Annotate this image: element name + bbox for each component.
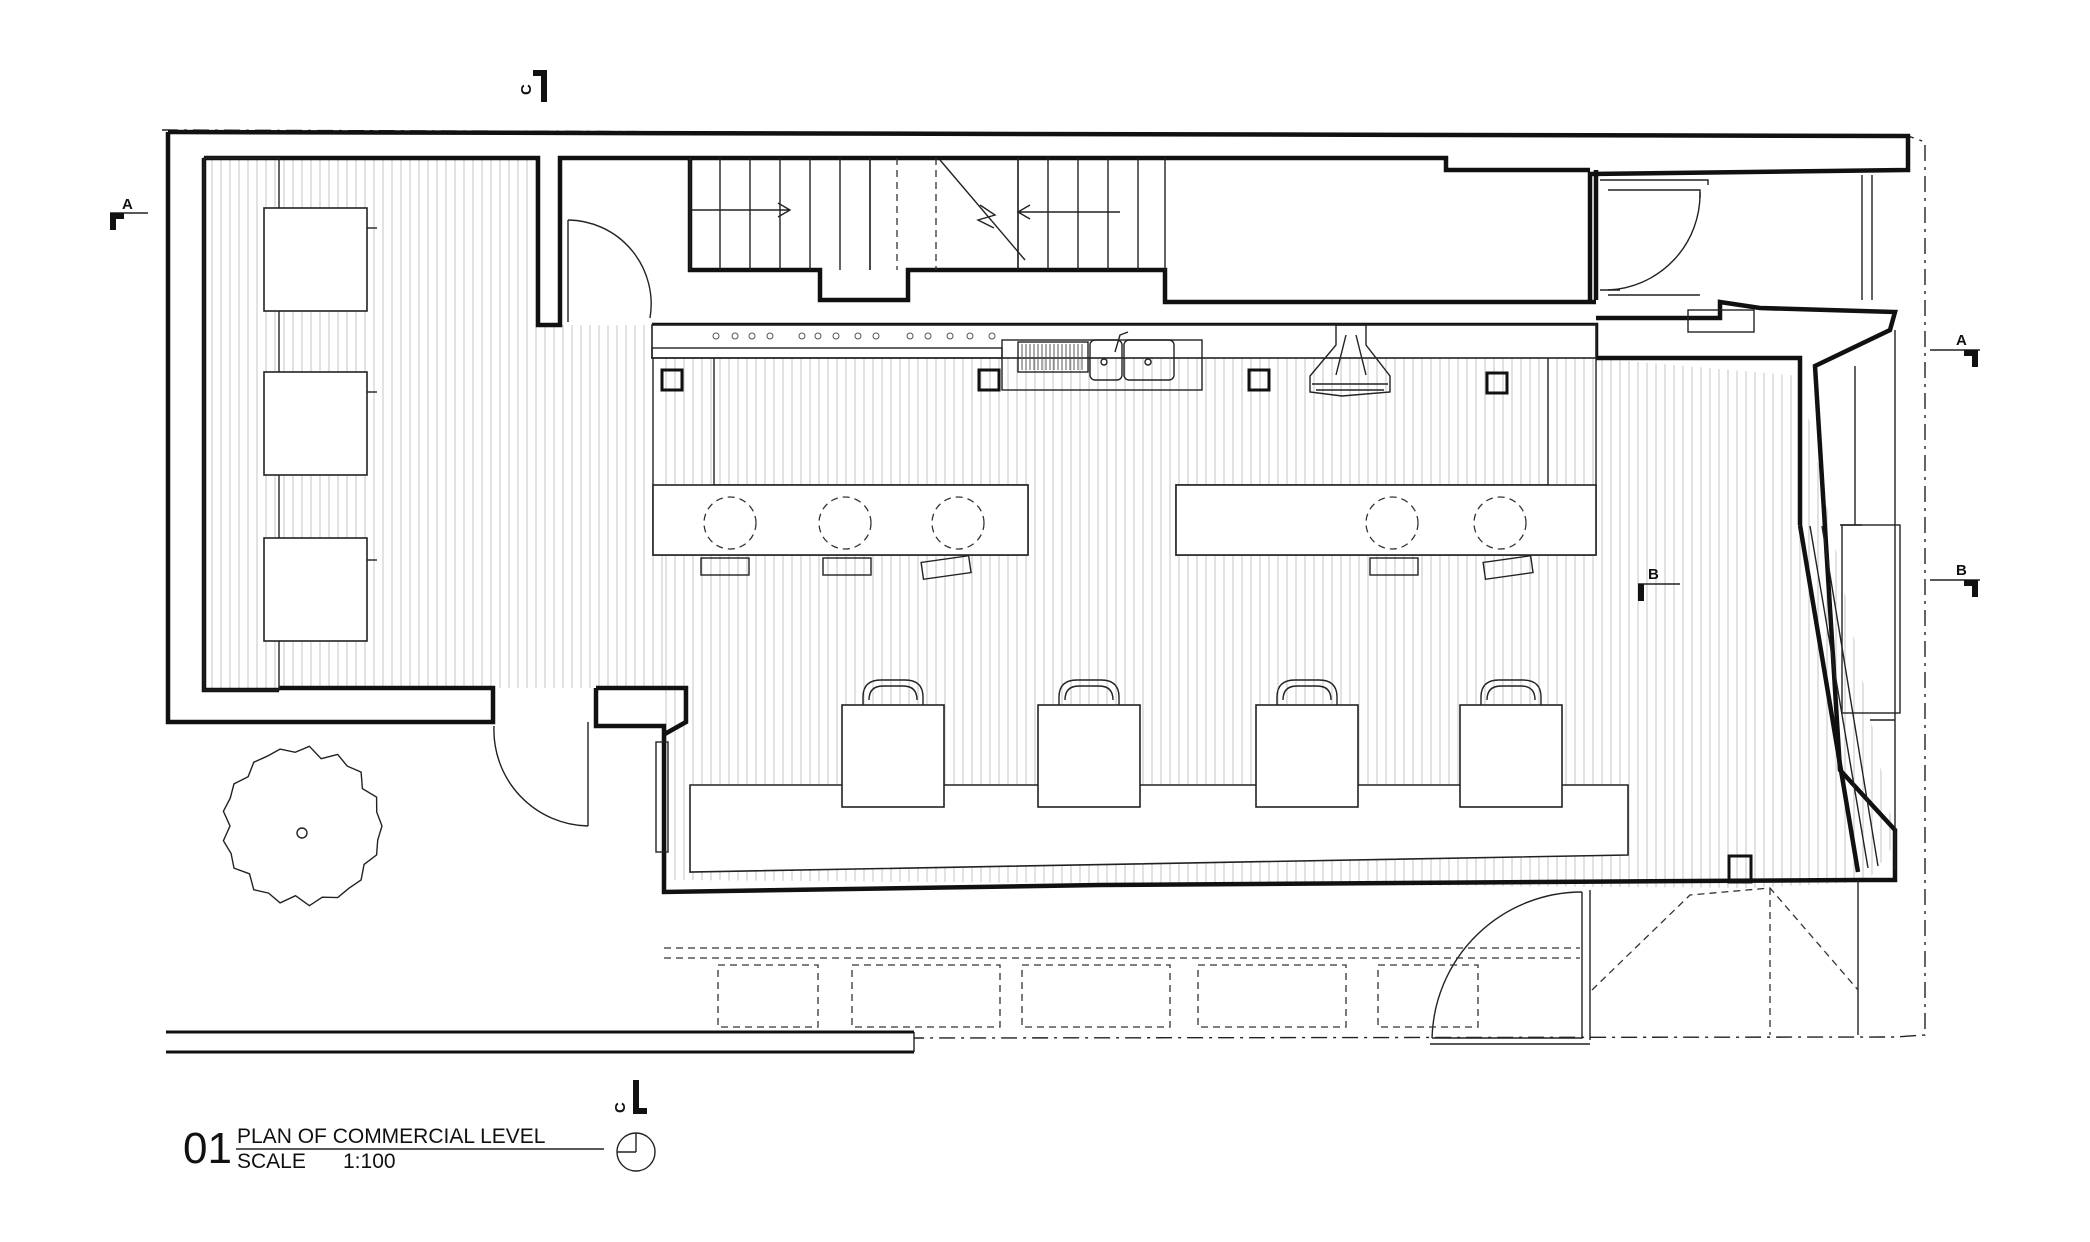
north-arrow-icon (616, 1132, 656, 1172)
tree-symbol (222, 745, 383, 907)
chair[interactable] (367, 227, 377, 234)
drawing-title: PLAN OF COMMERCIAL LEVEL (237, 1125, 545, 1148)
chairs-west[interactable] (367, 227, 377, 566)
scale-label: SCALE (237, 1150, 306, 1173)
chairs-south[interactable] (862, 679, 1542, 705)
section-label-c-bottom: C (612, 1102, 629, 1113)
tables-west[interactable] (263, 207, 368, 642)
bar-counter-west (652, 358, 1029, 556)
street-edge (166, 1030, 1590, 1054)
drawing-title-block: 01 PLAN OF COMMERCIAL LEVEL SCALE 1:100 (183, 1124, 656, 1173)
section-marker-a-left: A (110, 196, 148, 230)
range-hood (1309, 324, 1391, 397)
section-label-b-interior: B (1648, 566, 1659, 583)
section-marker-b-interior: B (1638, 566, 1680, 601)
chair[interactable] (1058, 679, 1120, 705)
chair[interactable] (862, 679, 924, 705)
tables-south[interactable] (841, 704, 1563, 808)
section-marker-c-bottom: C (612, 1080, 647, 1114)
door-vestibule[interactable] (655, 741, 669, 853)
chair[interactable] (1276, 679, 1338, 705)
drainboard (1017, 341, 1089, 373)
exterior-planters (664, 887, 1859, 1035)
east-facade (1797, 330, 1901, 1035)
sink (1001, 331, 1203, 391)
stair-core (687, 158, 1596, 305)
door-ne[interactable] (1607, 189, 1701, 296)
structural-columns (660, 368, 1753, 884)
section-label-b-right: B (1956, 562, 1967, 579)
storage-room-ne (1593, 170, 1873, 333)
property-boundary (161, 129, 1926, 1039)
section-marker-c-top: C (518, 70, 547, 102)
section-label-a-right: A (1956, 332, 1967, 349)
door-south-entry[interactable] (1431, 890, 1591, 1040)
chair[interactable] (367, 391, 377, 398)
section-label-a-left: A (122, 196, 133, 213)
section-marker-b-right: B (1930, 562, 1980, 597)
section-marker-a-right: A (1930, 332, 1980, 367)
chair[interactable] (367, 559, 377, 566)
door-west-upper[interactable] (567, 219, 652, 322)
scale-value: 1:100 (343, 1150, 396, 1173)
door-sw[interactable] (493, 722, 589, 827)
chair[interactable] (1480, 679, 1542, 705)
drawing-number: 01 (183, 1124, 232, 1173)
cooktop-knobs (712, 332, 996, 340)
bar-stools[interactable] (700, 496, 1534, 581)
section-label-c-top: C (518, 84, 535, 95)
